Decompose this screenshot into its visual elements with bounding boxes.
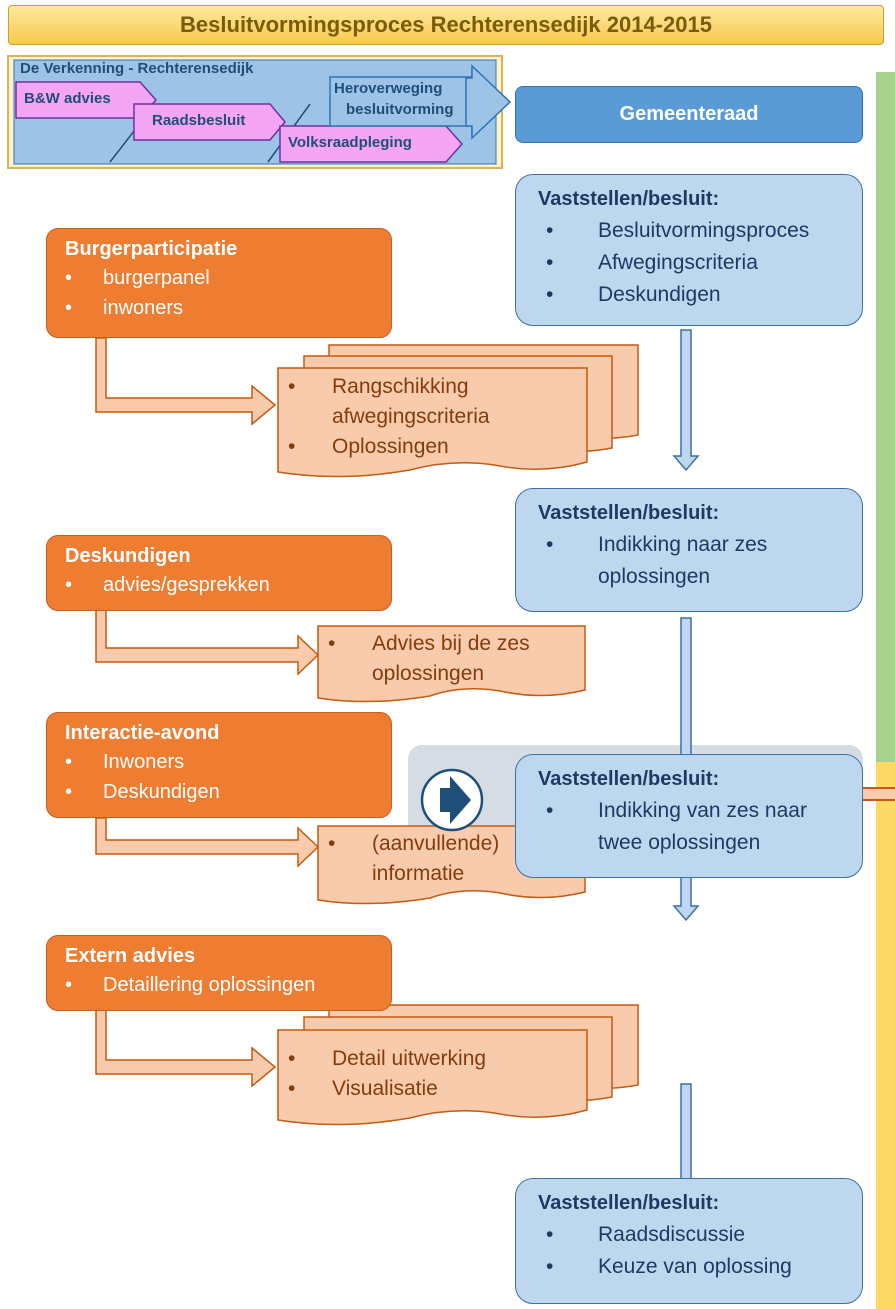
- input-header: Extern advies: [65, 945, 196, 967]
- mini-panel-heading: De Verkenning - Rechterensedijk: [20, 60, 254, 77]
- decision-item: Keuze van oplossing: [538, 1251, 862, 1283]
- input-item: Detaillering oplossingen: [65, 970, 391, 1000]
- decision-box-4: Vaststellen/besluit: Raadsdiscussie Keuz…: [515, 1178, 863, 1304]
- input-box-extern-advies: Extern advies Detaillering oplossingen: [46, 935, 392, 1011]
- input-item: advies/gesprekken: [65, 570, 391, 600]
- output-doc-3: (aanvullende) informatie: [320, 829, 582, 889]
- arrow-right-circle-icon: [440, 776, 471, 824]
- mini-step-1: B&W advies: [24, 90, 111, 107]
- side-bar-green: [876, 72, 895, 762]
- decision-item: Deskundigen: [538, 279, 862, 311]
- input-box-deskundigen: Deskundigen advies/gesprekken: [46, 535, 392, 611]
- decision-header: Vaststellen/besluit:: [538, 188, 720, 210]
- decision-header: Vaststellen/besluit:: [538, 768, 720, 790]
- decision-box-2: Vaststellen/besluit: Indikking naar zes …: [515, 488, 863, 612]
- input-header: Burgerparticipatie: [65, 238, 238, 260]
- input-box-burgerparticipatie: Burgerparticipatie burgerpanel inwoners: [46, 228, 392, 338]
- decision-item: Raadsdiscussie: [538, 1219, 862, 1251]
- decision-header: Vaststellen/besluit:: [538, 1192, 720, 1214]
- page-title: Besluitvormingsproces Rechterensedijk 20…: [8, 5, 884, 45]
- mini-step-2-shape: [133, 103, 286, 141]
- arrow-to-gemeenteraad: [465, 64, 512, 140]
- output-item: Oplossingen: [280, 432, 580, 462]
- mini-step-2: Raadsbesluit: [152, 112, 246, 129]
- decision-box-1: Vaststellen/besluit: Besluitvormingsproc…: [515, 174, 863, 326]
- output-doc-2: Advies bij de zes oplossingen: [320, 629, 582, 689]
- decision-header: Vaststellen/besluit:: [538, 502, 720, 524]
- input-item: Inwoners: [65, 747, 391, 777]
- output-item: Visualisatie: [280, 1074, 580, 1104]
- mini-step-3: Volksraadpleging: [288, 134, 412, 151]
- elbow-arrow-1: [95, 337, 277, 426]
- down-arrow-1: [672, 329, 700, 472]
- mini-heroverweging-2: besluitvorming: [346, 101, 454, 118]
- output-item: Detail uitwerking: [280, 1044, 580, 1074]
- decision-box-3: Vaststellen/besluit: Indikking van zes n…: [515, 754, 863, 878]
- gemeenteraad-label: Gemeenteraad: [619, 103, 759, 125]
- output-doc-1: Rangschikking afwegingscriteria Oplossin…: [280, 372, 580, 462]
- decision-item: Afwegingscriteria: [538, 247, 862, 279]
- elbow-arrow-2: [95, 609, 320, 676]
- input-item: Deskundigen: [65, 777, 391, 807]
- gemeenteraad-box: Gemeenteraad: [515, 86, 863, 143]
- input-item: burgerpanel: [65, 263, 391, 293]
- input-header: Interactie-avond: [65, 722, 220, 744]
- input-box-interactie-avond: Interactie-avond Inwoners Deskundigen: [46, 712, 392, 818]
- output-item: Rangschikking afwegingscriteria: [280, 372, 580, 432]
- output-item: Advies bij de zes oplossingen: [320, 629, 582, 689]
- input-item: inwoners: [65, 293, 391, 323]
- mini-heroverweging-1: Heroverweging: [334, 80, 443, 97]
- input-header: Deskundigen: [65, 545, 191, 567]
- output-doc-4: Detail uitwerking Visualisatie: [280, 1044, 580, 1104]
- output-item: (aanvullende) informatie: [320, 829, 582, 889]
- side-connector: [862, 787, 895, 801]
- elbow-arrow-3: [95, 817, 320, 868]
- decision-item: Besluitvormingsproces: [538, 215, 862, 247]
- elbow-arrow-4: [95, 1009, 277, 1088]
- side-bar-yellow: [876, 762, 895, 1309]
- decision-item: Indikking van zes naar twee oplossingen: [538, 795, 862, 859]
- decision-item: Indikking naar zes oplossingen: [538, 529, 862, 593]
